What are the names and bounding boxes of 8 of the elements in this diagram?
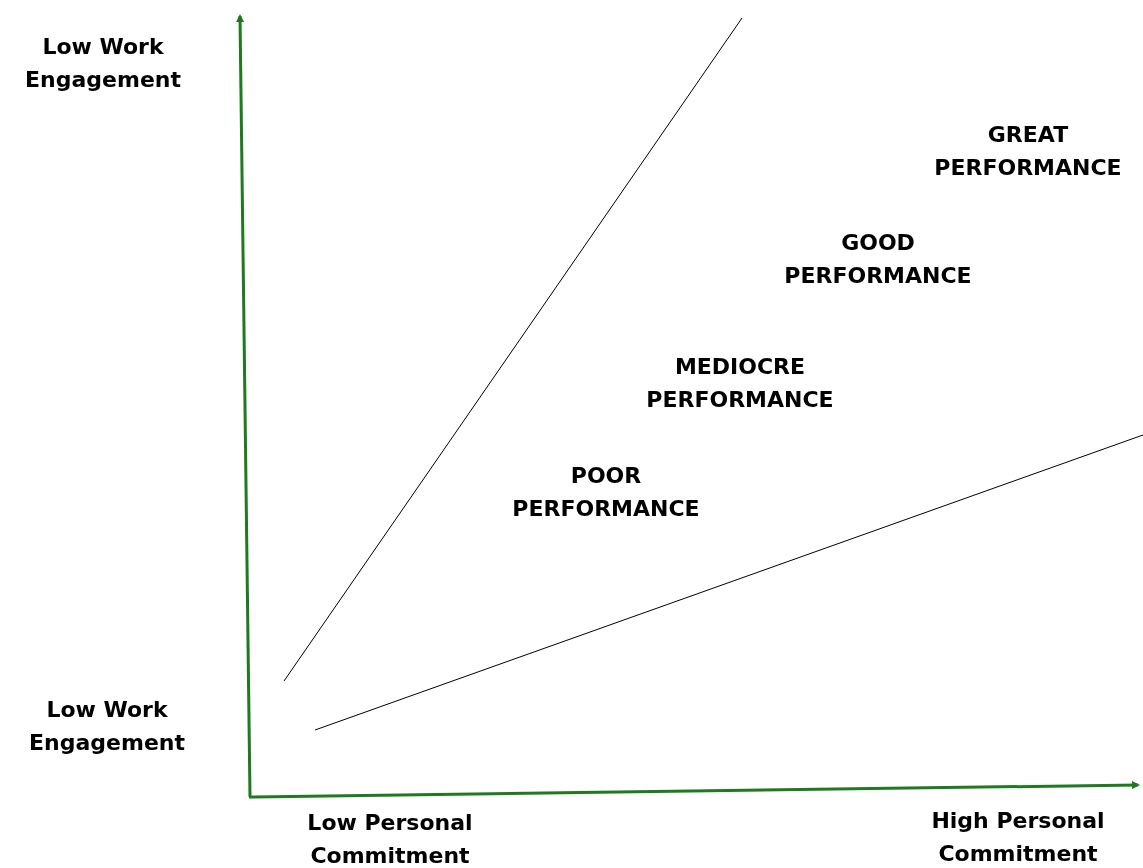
axis-label: Low Personal Commitment: [306, 809, 474, 868]
region-label: GREAT PERFORMANCE: [933, 121, 1123, 182]
region-label: GOOD PERFORMANCE: [783, 229, 973, 290]
region-label: POOR PERFORMANCE: [511, 462, 701, 523]
axis-label: Low Work Engagement: [28, 696, 186, 757]
axis-label: High Personal Commitment: [930, 807, 1106, 868]
axis-label: Low Work Engagement: [24, 33, 182, 94]
region-label: MEDIOCRE PERFORMANCE: [645, 353, 835, 414]
